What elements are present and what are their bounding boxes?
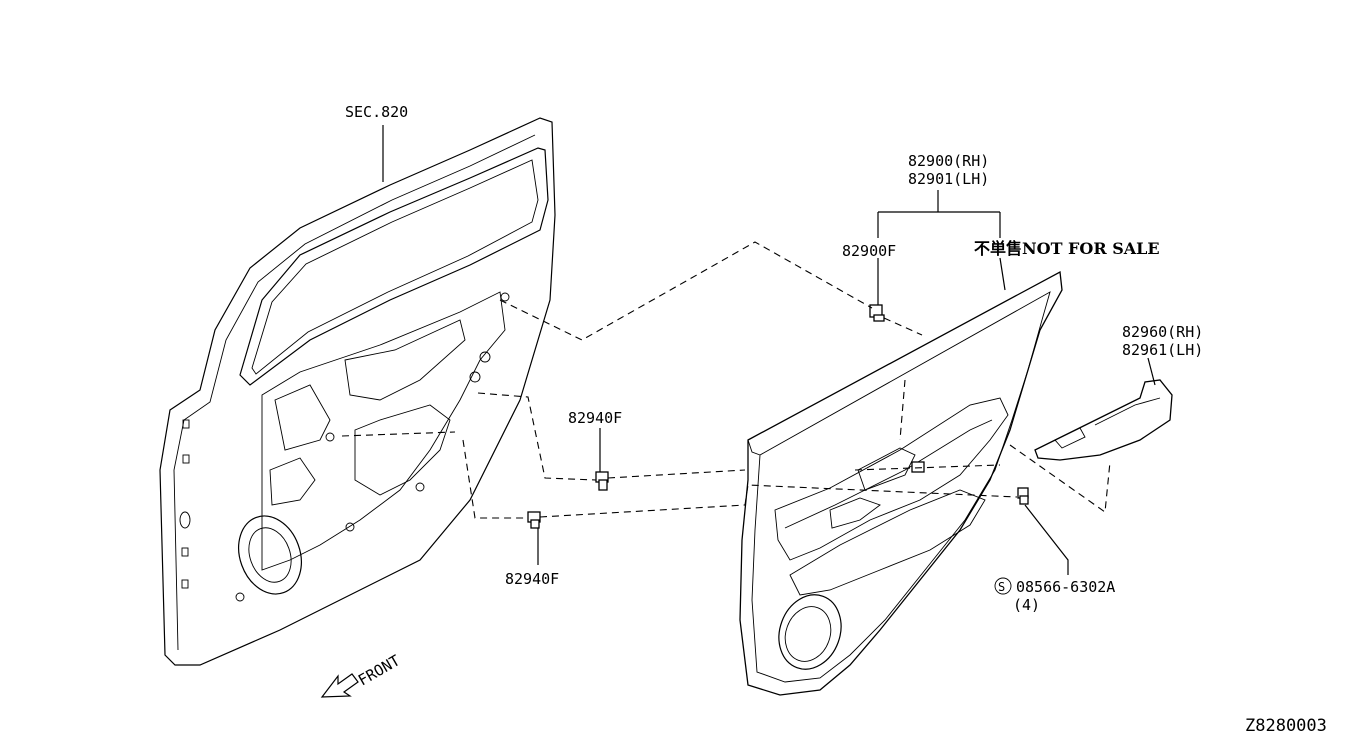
trim-clip-82900f [869,304,885,322]
finisher-lh-label: 82961(LH) [1122,341,1203,359]
screw-qty-label: (4) [1013,596,1040,614]
trim-clip-label: 82900F [842,242,896,260]
door-trim-panel [739,270,1063,696]
door-inner-panel [159,117,556,666]
clip-lower-label: 82940F [505,570,559,588]
not-for-sale-label: 不単售NOT FOR SALE [974,239,1160,258]
front-label: FRONT [355,651,403,689]
switch-finisher [1034,379,1173,461]
front-arrow-icon [320,673,359,698]
assembly-lines [341,241,1111,519]
clip-upper-label: 82940F [568,409,622,427]
trim-lh-label: 82901(LH) [908,170,989,188]
screw-part-label: 08566-6302A [1016,578,1115,596]
clip-on-trim [911,461,925,473]
clip-82940f-upper [595,471,609,491]
diagram-id: Z8280003 [1245,716,1327,736]
finisher-rh-label: 82960(RH) [1122,323,1203,341]
svg-text:S: S [998,580,1005,594]
screw-08566 [1017,487,1029,505]
screw-symbol-icon: S [994,577,1012,595]
clip-82940f-lower [527,511,541,529]
trim-rh-label: 82900(RH) [908,152,989,170]
sec-ref-label: SEC.820 [345,103,408,121]
